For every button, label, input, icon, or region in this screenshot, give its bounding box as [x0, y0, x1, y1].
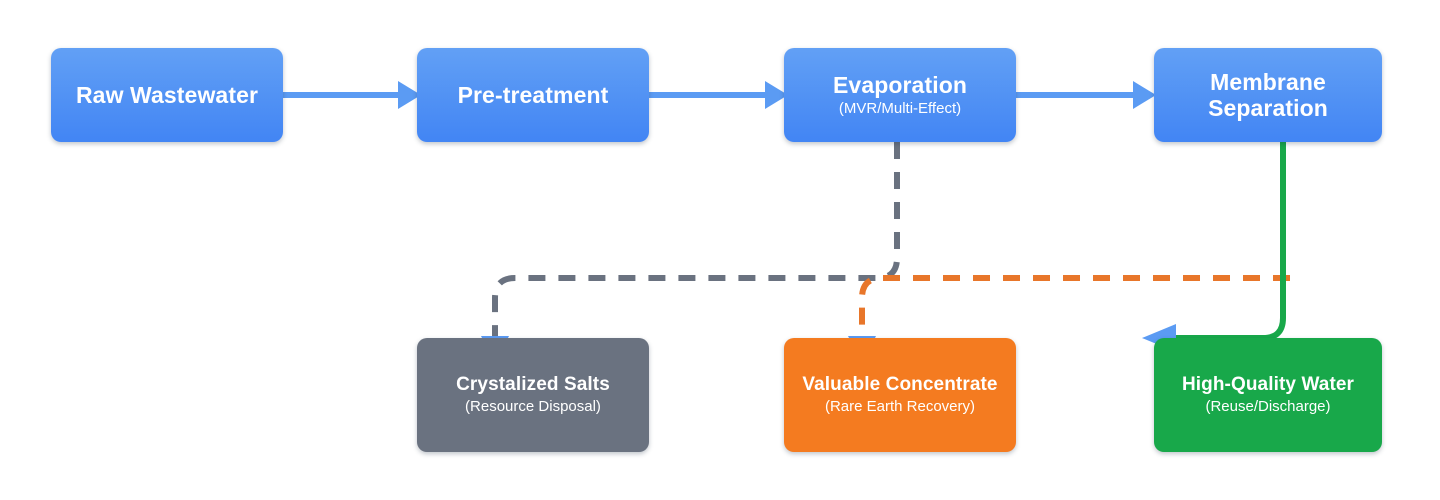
node-valuable-concentrate[interactable]: Valuable Concentrate (Rare Earth Recover… [784, 338, 1016, 452]
node-evaporation[interactable]: Evaporation (MVR/Multi-Effect) [784, 48, 1016, 142]
edge-pre-to-evap [649, 81, 788, 109]
node-membrane-separation[interactable]: Membrane Separation [1154, 48, 1382, 142]
node-crystalized-salts[interactable]: Crystalized Salts (Resource Disposal) [417, 338, 649, 452]
node-crystalized-salts-title: Crystalized Salts [456, 374, 610, 396]
node-high-quality-water-subtitle: (Reuse/Discharge) [1205, 397, 1331, 415]
edge-membrane-to-water [1142, 142, 1286, 352]
edge-evap-to-salts [481, 142, 900, 364]
edge-raw-to-pre [283, 81, 421, 109]
node-pre-treatment-title: Pre-treatment [457, 81, 609, 108]
node-high-quality-water-title: High-Quality Water [1181, 374, 1355, 396]
node-evaporation-title: Evaporation [832, 71, 967, 98]
node-high-quality-water[interactable]: High-Quality Water (Reuse/Discharge) [1154, 338, 1382, 452]
node-evaporation-subtitle: (MVR/Multi-Effect) [838, 100, 962, 118]
node-raw-wastewater[interactable]: Raw Wastewater [51, 48, 283, 142]
edge-evap-to-membrane [1016, 81, 1156, 109]
node-pre-treatment[interactable]: Pre-treatment [417, 48, 649, 142]
node-membrane-separation-title: Membrane Separation [1208, 68, 1328, 121]
node-crystalized-salts-subtitle: (Resource Disposal) [465, 397, 601, 415]
node-valuable-concentrate-title: Valuable Concentrate [802, 374, 998, 396]
node-valuable-concentrate-subtitle: (Rare Earth Recovery) [824, 397, 976, 415]
node-raw-wastewater-title: Raw Wastewater [75, 81, 259, 108]
